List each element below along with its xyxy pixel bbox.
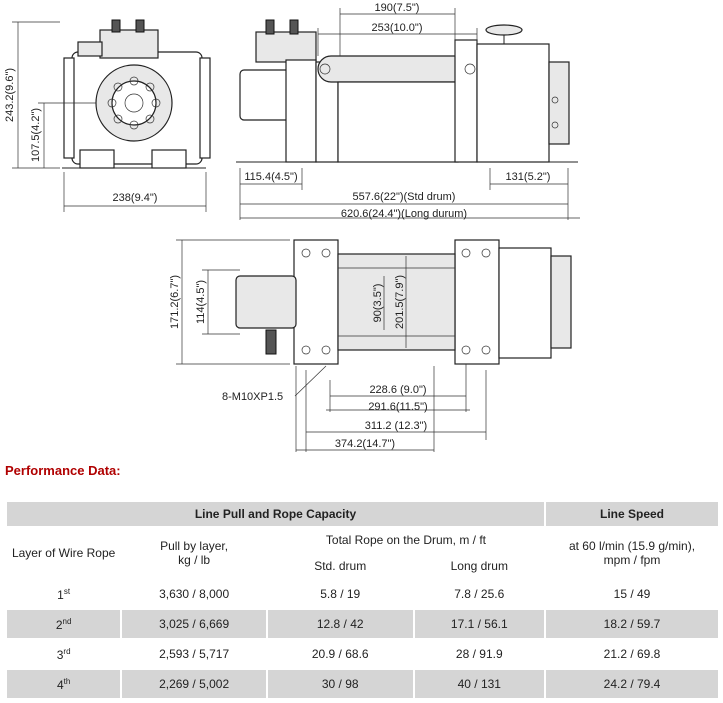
pull-cell: 3,025 / 6,669 bbox=[159, 617, 230, 631]
col-speed: at 60 l/min (15.9 g/min), mpm / fpm bbox=[546, 528, 718, 578]
bottom-height-dim-2: 114(4.5") bbox=[195, 280, 207, 324]
bottom-view bbox=[176, 239, 572, 452]
side-left-dim: 115.4(4.5") bbox=[244, 171, 297, 183]
layer-cell: 3rd bbox=[56, 646, 71, 662]
drum-dia-dim-1: 90(3.5") bbox=[372, 284, 384, 323]
front-view bbox=[12, 19, 211, 212]
table-row: 2nd 3,025 / 6,669 12.8 / 42 17.1 / 56.1 … bbox=[7, 610, 718, 638]
side-right-dim: 131(5.2") bbox=[506, 171, 551, 183]
speed-cell: 18.2 / 59.7 bbox=[603, 617, 661, 631]
layer-cell: 1st bbox=[57, 586, 71, 602]
bottom-width-dim-1: 228.6 (9.0") bbox=[369, 384, 426, 396]
header-line-speed: Line Speed bbox=[546, 502, 718, 526]
col-pull: Pull by layer, kg / lb bbox=[122, 528, 266, 578]
long-drum-dim: 620.6(24.4")(Long durum) bbox=[341, 208, 467, 220]
table-row: 1st 3,630 / 8,000 5.8 / 19 7.8 / 25.6 15… bbox=[7, 580, 718, 608]
layer-cell: 2nd bbox=[55, 616, 72, 632]
pull-cell: 2,593 / 5,717 bbox=[159, 647, 230, 661]
front-height-label: 243.2(9.6") bbox=[4, 68, 16, 122]
long-cell: 40 / 131 bbox=[457, 677, 501, 691]
bottom-height-dim-1: 171.2(6.7") bbox=[169, 275, 181, 329]
col-std: Std. drum bbox=[267, 554, 413, 578]
performance-title: Performance Data: bbox=[5, 463, 121, 478]
bottom-width-dim-3: 311.2 (12.3") bbox=[365, 420, 427, 432]
std-cell: 30 / 98 bbox=[321, 677, 359, 691]
bottom-width-dim-4: 374.2(14.7") bbox=[335, 438, 395, 450]
col-total: Total Rope on the Drum, m / ft bbox=[267, 528, 545, 552]
std-cell: 20.9 / 68.6 bbox=[311, 647, 369, 661]
long-cell: 17.1 / 56.1 bbox=[450, 617, 508, 631]
pull-cell: 2,269 / 5,002 bbox=[159, 677, 230, 691]
table-row: 4th 2,269 / 5,002 30 / 98 40 / 131 24.2 … bbox=[7, 670, 718, 698]
drum-dia-dim-2: 201.5(7.9") bbox=[394, 275, 406, 329]
header-line-pull: Line Pull and Rope Capacity bbox=[7, 502, 545, 526]
performance-table: Line Pull and Rope Capacity Line Speed L… bbox=[5, 500, 720, 700]
long-cell: 7.8 / 25.6 bbox=[454, 587, 505, 601]
technical-drawing: 243.2(9.6") 107.5(4.2") 238(9.4") bbox=[4, 2, 580, 452]
bottom-width-dim-2: 291.6(11.5") bbox=[368, 401, 427, 413]
speed-cell: 24.2 / 79.4 bbox=[603, 677, 661, 691]
speed-cell: 15 / 49 bbox=[613, 587, 651, 601]
long-cell: 28 / 91.9 bbox=[455, 647, 503, 661]
front-center-height-label: 107.5(4.2") bbox=[30, 108, 42, 162]
std-cell: 5.8 / 19 bbox=[320, 587, 361, 601]
side-top-dim-2: 253(10.0") bbox=[372, 22, 423, 34]
side-view bbox=[236, 8, 580, 220]
std-drum-dim: 557.6(22")(Std drum) bbox=[353, 191, 456, 203]
layer-cell: 4th bbox=[56, 676, 71, 692]
bolt-spec-label: 8-M10XP1.5 bbox=[222, 391, 283, 403]
pull-cell: 3,630 / 8,000 bbox=[159, 587, 230, 601]
side-top-dim-1: 190(7.5") bbox=[375, 2, 420, 14]
col-long: Long drum bbox=[414, 554, 545, 578]
col-layer: Layer of Wire Rope bbox=[7, 528, 121, 578]
table-row: 3rd 2,593 / 5,717 20.9 / 68.6 28 / 91.9 … bbox=[7, 640, 718, 668]
speed-cell: 21.2 / 69.8 bbox=[603, 647, 661, 661]
std-cell: 12.8 / 42 bbox=[316, 617, 364, 631]
front-width-label: 238(9.4") bbox=[113, 192, 158, 204]
